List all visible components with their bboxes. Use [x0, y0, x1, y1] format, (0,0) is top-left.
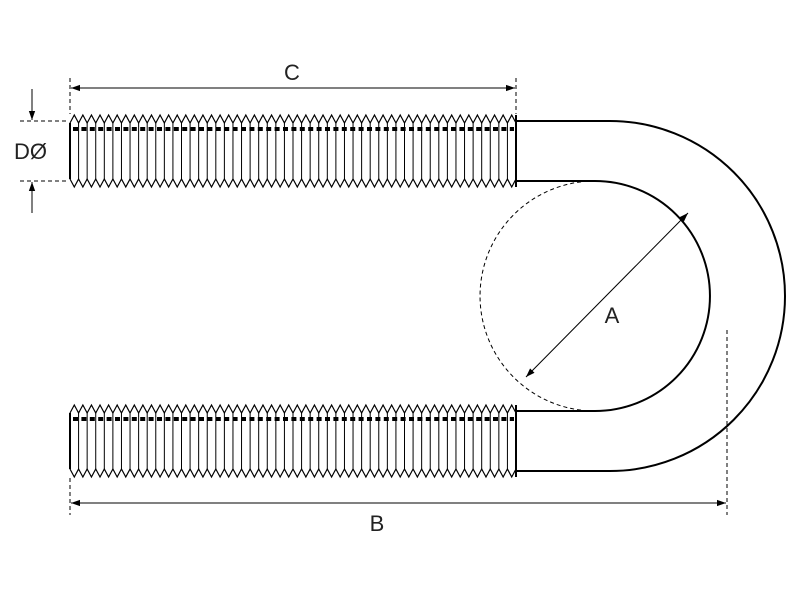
thread-crest-top — [69, 403, 517, 415]
threaded-leg-bottom — [69, 403, 517, 479]
dimension-d: DØ — [14, 89, 68, 213]
thread-crest-bottom — [69, 177, 517, 189]
dimension-a-line — [525, 212, 689, 378]
dimension-d-label: DØ — [14, 139, 47, 164]
dimension-c: C — [69, 60, 517, 114]
dimension-a-label: A — [605, 303, 620, 328]
dimension-a-inner-circle — [479, 180, 596, 412]
bend-inner-edge — [516, 180, 711, 412]
u-bolt-bend — [516, 120, 786, 472]
dimension-c-label: C — [284, 60, 300, 85]
threaded-leg-top — [69, 113, 517, 189]
thread-crest-bottom — [69, 467, 517, 479]
dimension-a: A — [479, 180, 689, 412]
thread-crest-top — [69, 113, 517, 125]
dimension-b: B — [69, 330, 728, 536]
bend-outer-edge — [516, 120, 786, 472]
dimension-b-label: B — [370, 511, 385, 536]
